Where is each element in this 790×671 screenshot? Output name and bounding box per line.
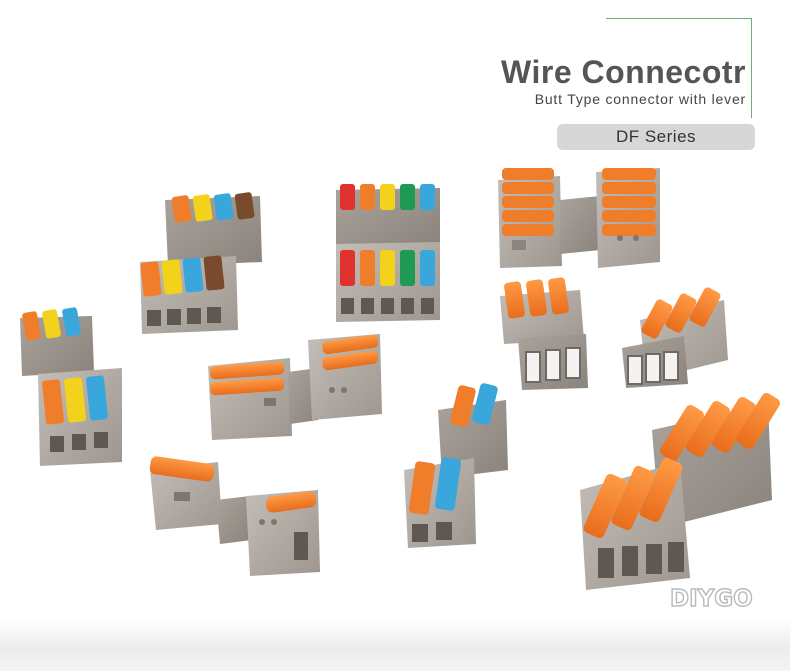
connector-5-lever-stacked bbox=[336, 184, 440, 322]
series-badge: DF Series bbox=[557, 124, 755, 150]
brand-logo: DIYGO bbox=[669, 585, 753, 612]
connector-5-lever-butt bbox=[498, 168, 660, 268]
connector-1-lever-butt bbox=[149, 456, 320, 576]
connector-3-lever-angled bbox=[622, 287, 728, 388]
connector-4-lever-stacked bbox=[140, 192, 262, 334]
brand-logo-text: DIYGO bbox=[670, 586, 753, 612]
series-label: DF Series bbox=[615, 127, 697, 146]
connector-2-lever-butt bbox=[208, 334, 382, 440]
floor-shadow-band bbox=[0, 620, 790, 671]
title-frame-line bbox=[606, 18, 752, 118]
page-title: Wire Connecotr bbox=[501, 54, 746, 90]
connector-3-lever-stacked-left bbox=[20, 307, 122, 466]
connector-2-lever-stacked bbox=[404, 383, 508, 548]
connector-4-lever-butt bbox=[580, 392, 780, 590]
connector-3-lever-inline bbox=[500, 277, 588, 390]
page-subtitle: Butt Type connector with lever bbox=[534, 91, 746, 107]
